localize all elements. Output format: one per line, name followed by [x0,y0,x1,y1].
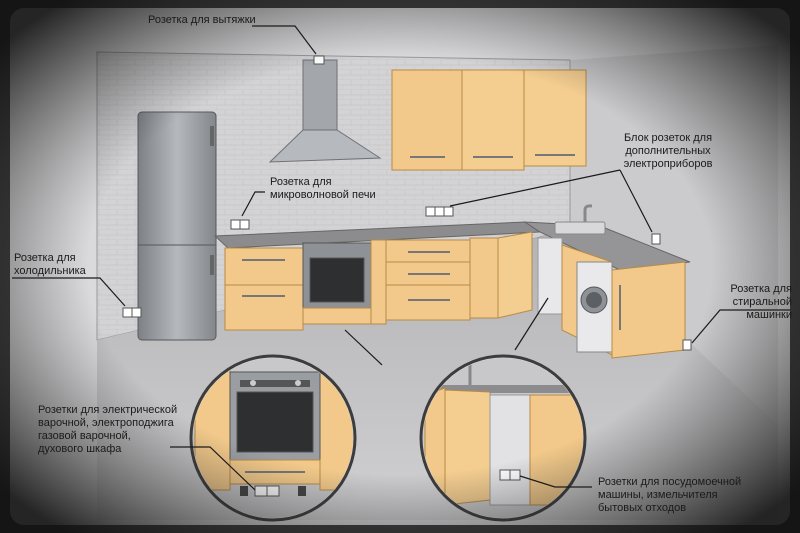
socket-icon [131,307,142,318]
socket-icon [651,233,661,245]
label-washer-line1: Розетка для [730,283,792,295]
label-dishwasher-line2: машины, измельчителя [598,489,718,501]
socket-icon [254,485,268,497]
fridge [137,111,217,341]
label-microwave-line2: микроволновой печи [270,189,376,201]
label-dishwasher-line1: Розетки для посудомоечной [598,476,742,488]
socket-icon [499,469,511,481]
label-socket-block-line2: дополнительных [625,145,711,157]
label-stove-line3: газовой варочной, [38,430,131,442]
label-socket-block-line3: электроприборов [623,158,713,170]
oven-knob-icon [295,380,301,386]
label-stove: Розетки для электрической варочной, элек… [38,404,177,456]
label-washer: Розетка для стиральной машинки [700,283,792,322]
label-dishwasher: Розетки для посудомоечной машины, измель… [598,476,741,515]
oven-window [309,257,365,303]
open-door [497,231,533,319]
socket-icon [434,206,445,217]
label-socket-block-line1: Блок розеток для [623,132,713,144]
upper-cabinets [391,69,587,171]
socket-icon [682,339,692,351]
label-stove-line4: духового шкафа [38,443,122,455]
socket-icon [509,469,521,481]
label-microwave: Розетка для микроволновой печи [270,176,376,202]
label-stove-line1: Розетки для электрической [38,404,178,416]
label-socket-block: Блок розеток для дополнительных электроп… [618,132,718,171]
label-stove-line2: варочной, электроподжига [38,417,174,429]
socket-icon [230,219,241,230]
socket-icon [443,206,454,217]
label-fridge-line1: Розетка для [14,252,76,264]
socket-icon [239,219,250,230]
label-washer-line3: машинки [746,309,792,321]
label-microwave-line1: Розетка для [270,176,332,188]
label-fridge: Розетка для холодильника [14,252,86,278]
socket-icon [425,206,436,217]
socket-icon [313,55,325,65]
socket-icon [266,485,280,497]
label-washer-line2: стиральной [732,296,792,308]
label-dishwasher-line3: бытовых отходов [598,502,687,514]
label-fridge-line2: холодильника [14,265,86,277]
label-hood: Розетка для вытяжки [148,14,256,26]
oven-knob-icon [250,380,256,386]
sink [554,221,606,235]
socket-icon [122,307,133,318]
